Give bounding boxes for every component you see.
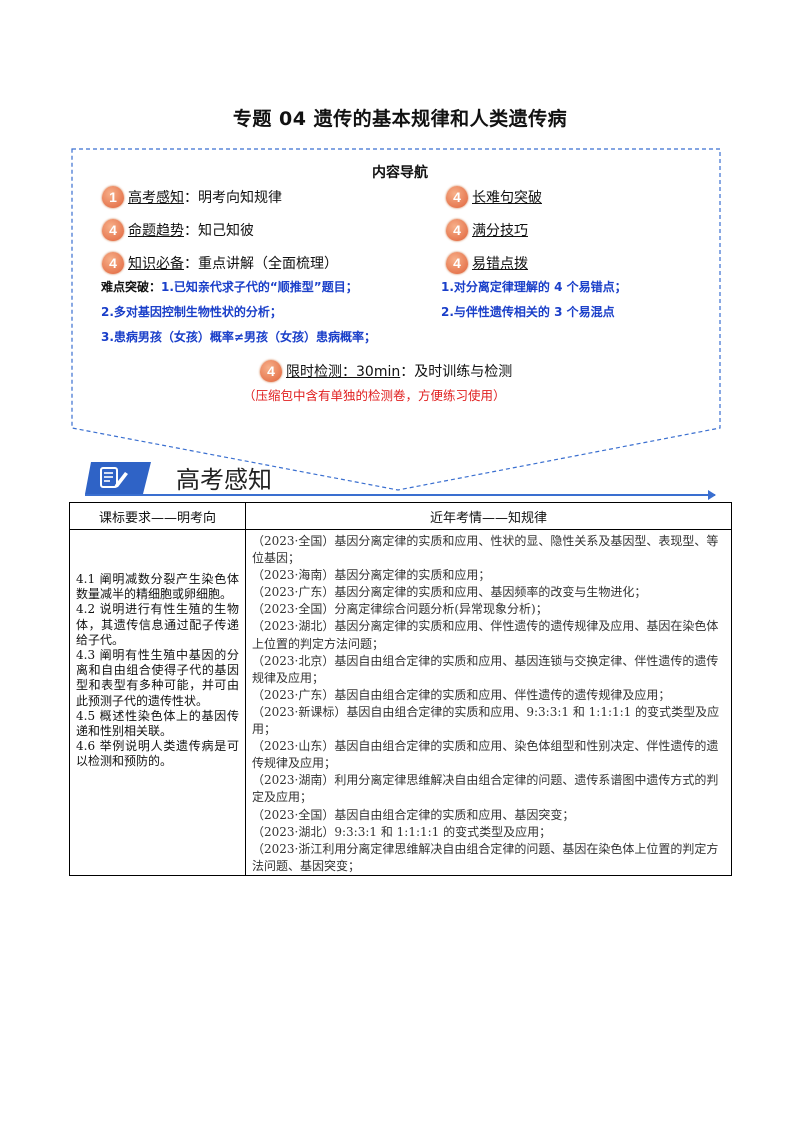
exam-trends-cell: （2023·全国）基因分离定律的实质和应用、性状的显、隐性关系及基因型、表现型、… <box>245 529 732 876</box>
nav-item-knowledge[interactable]: 4 知识必备 ：重点讲解（全面梳理） <box>102 252 338 274</box>
badge-icon: 4 <box>446 219 468 241</box>
nav-item-gaokao[interactable]: 1 高考感知 ：明考向知规律 <box>102 186 282 208</box>
badge-icon: 1 <box>102 186 124 208</box>
table-header-cell: 近年考情——知规律 <box>245 502 732 530</box>
test-note: （压缩包中含有单独的检测卷，方便练习使用） <box>243 388 506 403</box>
exam-item: （2023·湖北）9:3:3:1 和 1:1:1:1 的变式类型及应用； <box>252 824 552 839</box>
badge-icon: 4 <box>260 360 282 382</box>
exam-item: （2023·新课标）基因自由组合定律的实质和应用、9:3:3:1 和 1:1:1… <box>252 704 720 737</box>
breakthrough-label: 难点突破： <box>101 280 162 294</box>
nav-item-name: 限时检测：30min <box>286 364 401 380</box>
table-row: 4.1 阐明减数分裂产生染色体数量减半的精细胞或卵细胞。 4.2 说明进行有性生… <box>69 529 732 876</box>
exam-item: （2023·广东）基因自由组合定律的实质和应用、伴性遗传的遗传规律及应用； <box>252 687 671 702</box>
curriculum-item: 4.5 概述性染色体上的基因传递和性别相关联。 <box>76 708 239 739</box>
exam-item: （2023·北京）基因自由组合定律的实质和应用、基因连锁与交换定律、伴性遗传的遗… <box>252 653 719 685</box>
table-header-cell: 课标要求——明考向 <box>69 502 246 530</box>
breakthrough-line-1: 难点突破：1.已知亲代求子代的“顺推型”题目； <box>101 278 358 295</box>
exam-item: （2023·浙江利用分离定律思维解决自由组合定律的问题、基因在染色体上位置的判定… <box>252 841 719 873</box>
page-title: 专题 04 遗传的基本规律和人类遗传病 <box>232 108 568 130</box>
nav-item-desc: ：及时训练与检测 <box>400 364 513 380</box>
curriculum-item: 4.2 说明进行有性生殖的生物体，其遗传信息通过配子传递给子代。 <box>76 602 239 647</box>
pitfall-item[interactable]: 2.与伴性遗传相关的 3 个易混点 <box>441 305 615 319</box>
curriculum-item: 4.3 阐明有性生殖中基因的分离和自由组合使得子代的基因型和表型有多种可能，并可… <box>76 648 239 708</box>
nav-item-name: 命题趋势 <box>128 223 184 239</box>
nav-item-name: 知识必备 <box>128 256 184 272</box>
breakthrough-item[interactable]: 3.患病男孩（女孩）概率≠男孩（女孩）患病概率； <box>101 330 376 344</box>
exam-item: （2023·湖南）利用分离定律思维解决自由组合定律的问题、遗传系谱图中遗传方式的… <box>252 773 719 805</box>
nav-item-name: 满分技巧 <box>472 223 528 239</box>
notepad-pencil-icon <box>85 462 151 494</box>
pitfall-item[interactable]: 1.对分离定律理解的 4 个易错点； <box>441 280 627 294</box>
section-title: 高考感知 <box>176 466 272 494</box>
exam-item: （2023·广东）基因分离定律的实质和应用、基因频率的改变与生物进化； <box>252 585 647 600</box>
nav-item-desc: ：知己知彼 <box>184 223 254 239</box>
nav-item-pitfalls[interactable]: 4 易错点拨 <box>446 252 528 274</box>
nav-item-trend[interactable]: 4 命题趋势 ：知己知彼 <box>102 219 254 241</box>
nav-item-name: 高考感知 <box>128 190 184 206</box>
nav-heading: 内容导航 <box>372 165 428 181</box>
exam-item: （2023·全国）基因分离定律的实质和应用、性状的显、隐性关系及基因型、表现型、… <box>252 534 719 566</box>
badge-icon: 4 <box>446 252 468 274</box>
exam-item: （2023·海南）基因分离定律的实质和应用； <box>252 568 491 583</box>
badge-icon: 4 <box>446 186 468 208</box>
exam-item: （2023·山东）基因自由组合定律的实质和应用、染色体组型和性别决定、伴性遗传的… <box>252 739 719 771</box>
nav-item-desc: ：重点讲解（全面梳理） <box>184 256 338 272</box>
badge-icon: 4 <box>102 252 124 274</box>
exam-item: （2023·湖北）基因分离定律的实质和应用、伴性遗传的遗传规律及应用、基因在染色… <box>252 619 719 651</box>
nav-item-long-sentence[interactable]: 4 长难句突破 <box>446 186 542 208</box>
requirements-table: 课标要求——明考向 近年考情——知规律 4.1 阐明减数分裂产生染色体数量减半的… <box>69 502 732 876</box>
badge-icon: 4 <box>102 219 124 241</box>
nav-item-desc: ：明考向知规律 <box>184 190 282 206</box>
breakthrough-item[interactable]: 1.已知亲代求子代的“顺推型”题目； <box>161 280 358 294</box>
exam-item: （2023·全国）分离定律综合问题分析(异常现象分析)； <box>252 602 548 617</box>
curriculum-item: 4.6 举例说明人类遗传病是可以检测和预防的。 <box>76 739 239 769</box>
nav-item-skills[interactable]: 4 满分技巧 <box>446 219 528 241</box>
section-divider <box>85 494 715 496</box>
breakthrough-item[interactable]: 2.多对基因控制生物性状的分析； <box>101 305 282 319</box>
curriculum-cell: 4.1 阐明减数分裂产生染色体数量减半的精细胞或卵细胞。 4.2 说明进行有性生… <box>69 529 246 876</box>
nav-item-test[interactable]: 4 限时检测：30min ：及时训练与检测 <box>260 360 512 382</box>
nav-item-name: 易错点拨 <box>472 256 528 272</box>
table-header-row: 课标要求——明考向 近年考情——知规律 <box>69 502 732 530</box>
exam-item: （2023·全国）基因自由组合定律的实质和应用、基因突变； <box>252 807 575 822</box>
nav-item-name: 长难句突破 <box>472 190 542 206</box>
arrow-right-icon <box>708 490 716 500</box>
nav-box-border <box>71 148 721 491</box>
curriculum-item: 4.1 阐明减数分裂产生染色体数量减半的精细胞或卵细胞。 <box>76 572 239 602</box>
